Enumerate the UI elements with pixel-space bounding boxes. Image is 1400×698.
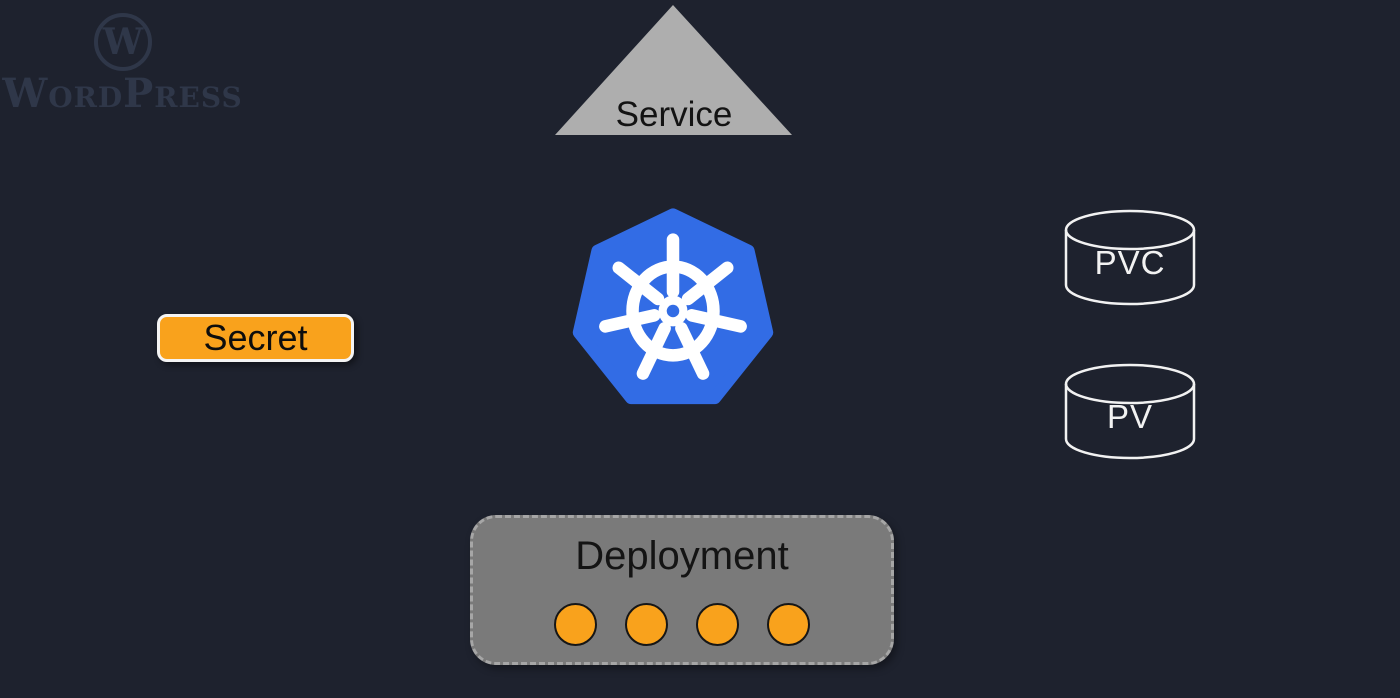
pvc-node: PVC [1064,209,1196,306]
wordpress-wordmark: WordPress [2,70,243,117]
wordpress-monogram: W [101,21,143,63]
service-label: Service [616,95,733,134]
pod-circle [554,603,597,646]
wordpress-icon: W [93,13,152,71]
pod-circle [625,603,668,646]
cylinder-body [1064,384,1196,460]
cylinder-body [1064,230,1196,306]
service-node: Service [555,5,792,135]
triangle-shape [555,5,792,135]
deployment-pod-row [473,603,891,646]
deployment-label: Deployment [575,534,789,578]
pod-circle [767,603,810,646]
pv-node: PV [1064,363,1196,460]
cylinder-top [1064,363,1196,405]
helm-wheel-icon [599,233,747,380]
pod-circle [696,603,739,646]
pvc-label: PVC [1095,244,1166,281]
secret-label: Secret [203,317,308,358]
kubernetes-logo [572,208,774,405]
wordpress-logo: W WordPress [2,12,243,117]
cylinder-top [1064,209,1196,251]
secret-node: Secret [157,314,354,362]
pv-label: PV [1107,398,1153,435]
deployment-node: Deployment [470,515,894,665]
